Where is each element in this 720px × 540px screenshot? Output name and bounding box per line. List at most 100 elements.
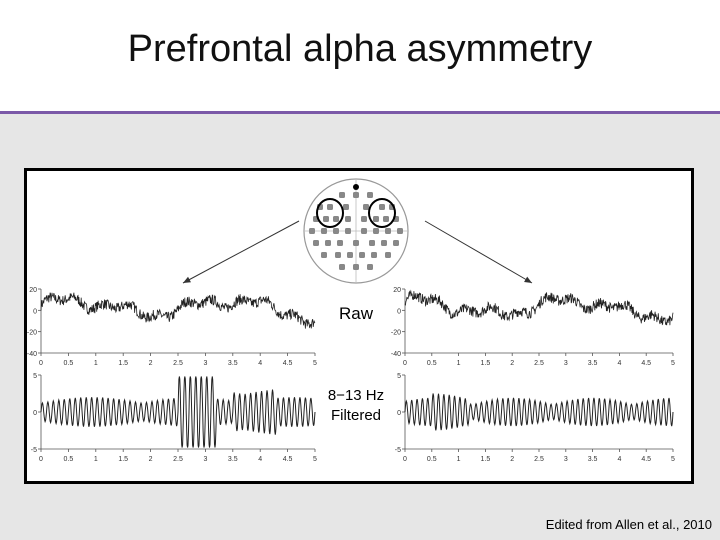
y-tick-label: 0 — [33, 308, 37, 315]
electrode — [363, 204, 369, 210]
x-tick-label: 5 — [671, 360, 675, 367]
electrode — [359, 252, 365, 258]
x-tick-label: 2 — [510, 360, 514, 367]
electrode — [393, 240, 399, 246]
left-frontal-circle — [316, 198, 344, 228]
x-tick-label: 1 — [457, 360, 461, 367]
slide-title: Prefrontal alpha asymmetry — [127, 28, 593, 70]
x-tick-label: 1 — [457, 456, 461, 463]
electrode — [385, 252, 391, 258]
y-tick-label: -40 — [27, 351, 37, 358]
electrode — [381, 240, 387, 246]
x-tick-label: 0 — [39, 456, 43, 463]
x-tick-label: 1.5 — [481, 360, 491, 367]
electrode-head-map — [303, 178, 409, 284]
electrode — [327, 204, 333, 210]
x-tick-label: 4 — [258, 456, 262, 463]
y-tick-label: -20 — [27, 330, 37, 337]
y-tick-label: 20 — [29, 287, 37, 294]
electrode — [371, 252, 377, 258]
electrode — [369, 240, 375, 246]
right-arrow-head — [524, 276, 532, 283]
electrode — [361, 216, 367, 222]
electrode — [397, 228, 403, 234]
x-tick-label: 0 — [39, 360, 43, 367]
x-tick-label: 2.5 — [173, 456, 183, 463]
x-tick-label: 3.5 — [588, 456, 598, 463]
x-tick-label: 4 — [617, 456, 621, 463]
electrode — [361, 228, 367, 234]
x-tick-label: 4.5 — [641, 456, 651, 463]
electrode — [339, 192, 345, 198]
electrode — [309, 228, 315, 234]
electrode — [321, 252, 327, 258]
citation-caption: Edited from Allen et al., 2010 — [545, 517, 712, 532]
x-tick-label: 0.5 — [427, 456, 437, 463]
x-tick-label: 2.5 — [173, 360, 183, 367]
y-tick-label: -5 — [395, 447, 401, 454]
filtered-label-line2: Filtered — [331, 407, 381, 424]
title-divider — [0, 111, 720, 114]
electrode — [337, 240, 343, 246]
x-tick-label: 1.5 — [118, 360, 128, 367]
arrows — [182, 220, 533, 284]
x-tick-label: 2 — [149, 360, 153, 367]
x-tick-label: 1.5 — [481, 456, 491, 463]
y-tick-label: 0 — [33, 410, 37, 417]
electrode — [345, 216, 351, 222]
x-tick-label: 3.5 — [228, 456, 238, 463]
x-tick-label: 5 — [671, 456, 675, 463]
filtered-signal-trace — [40, 376, 316, 448]
electrode — [385, 228, 391, 234]
x-tick-label: 3 — [564, 456, 568, 463]
y-tick-label: -5 — [31, 447, 37, 454]
x-tick-label: 2.5 — [534, 456, 544, 463]
x-tick-label: 2 — [510, 456, 514, 463]
x-tick-label: 3 — [203, 456, 207, 463]
electrode — [323, 216, 329, 222]
x-tick-label: 4 — [258, 360, 262, 367]
left-arrow-line — [182, 220, 300, 284]
x-tick-label: 4.5 — [283, 456, 293, 463]
electrode — [353, 192, 359, 198]
x-tick-label: 0.5 — [427, 360, 437, 367]
raw-label: Raw — [339, 304, 374, 323]
electrode — [321, 228, 327, 234]
right-frontal-circle — [368, 198, 396, 228]
electrode — [353, 240, 359, 246]
y-tick-label: -40 — [391, 351, 401, 358]
electrode — [367, 192, 373, 198]
electrode — [353, 264, 359, 270]
x-tick-label: 3 — [564, 360, 568, 367]
filtered-signal-trace — [404, 393, 674, 431]
x-tick-label: 0 — [403, 360, 407, 367]
x-tick-label: 2 — [149, 456, 153, 463]
y-tick-label: 5 — [33, 373, 37, 380]
right-arrow-line — [424, 220, 533, 284]
y-tick-label: 5 — [397, 373, 401, 380]
left-arrow-head — [183, 276, 191, 283]
x-tick-label: 1.5 — [118, 456, 128, 463]
x-tick-label: 1 — [94, 456, 98, 463]
electrode — [333, 216, 339, 222]
x-tick-label: 1 — [94, 360, 98, 367]
x-tick-label: 3.5 — [588, 360, 598, 367]
y-tick-label: -20 — [391, 330, 401, 337]
electrode — [325, 240, 331, 246]
x-tick-label: 3 — [203, 360, 207, 367]
x-tick-label: 2.5 — [534, 360, 544, 367]
electrode — [367, 264, 373, 270]
x-tick-label: 5 — [313, 456, 317, 463]
x-tick-label: 4.5 — [641, 360, 651, 367]
x-tick-label: 0.5 — [64, 360, 74, 367]
x-tick-label: 5 — [313, 360, 317, 367]
electrode — [313, 240, 319, 246]
electrode — [379, 204, 385, 210]
x-tick-label: 3.5 — [228, 360, 238, 367]
electrode — [373, 228, 379, 234]
